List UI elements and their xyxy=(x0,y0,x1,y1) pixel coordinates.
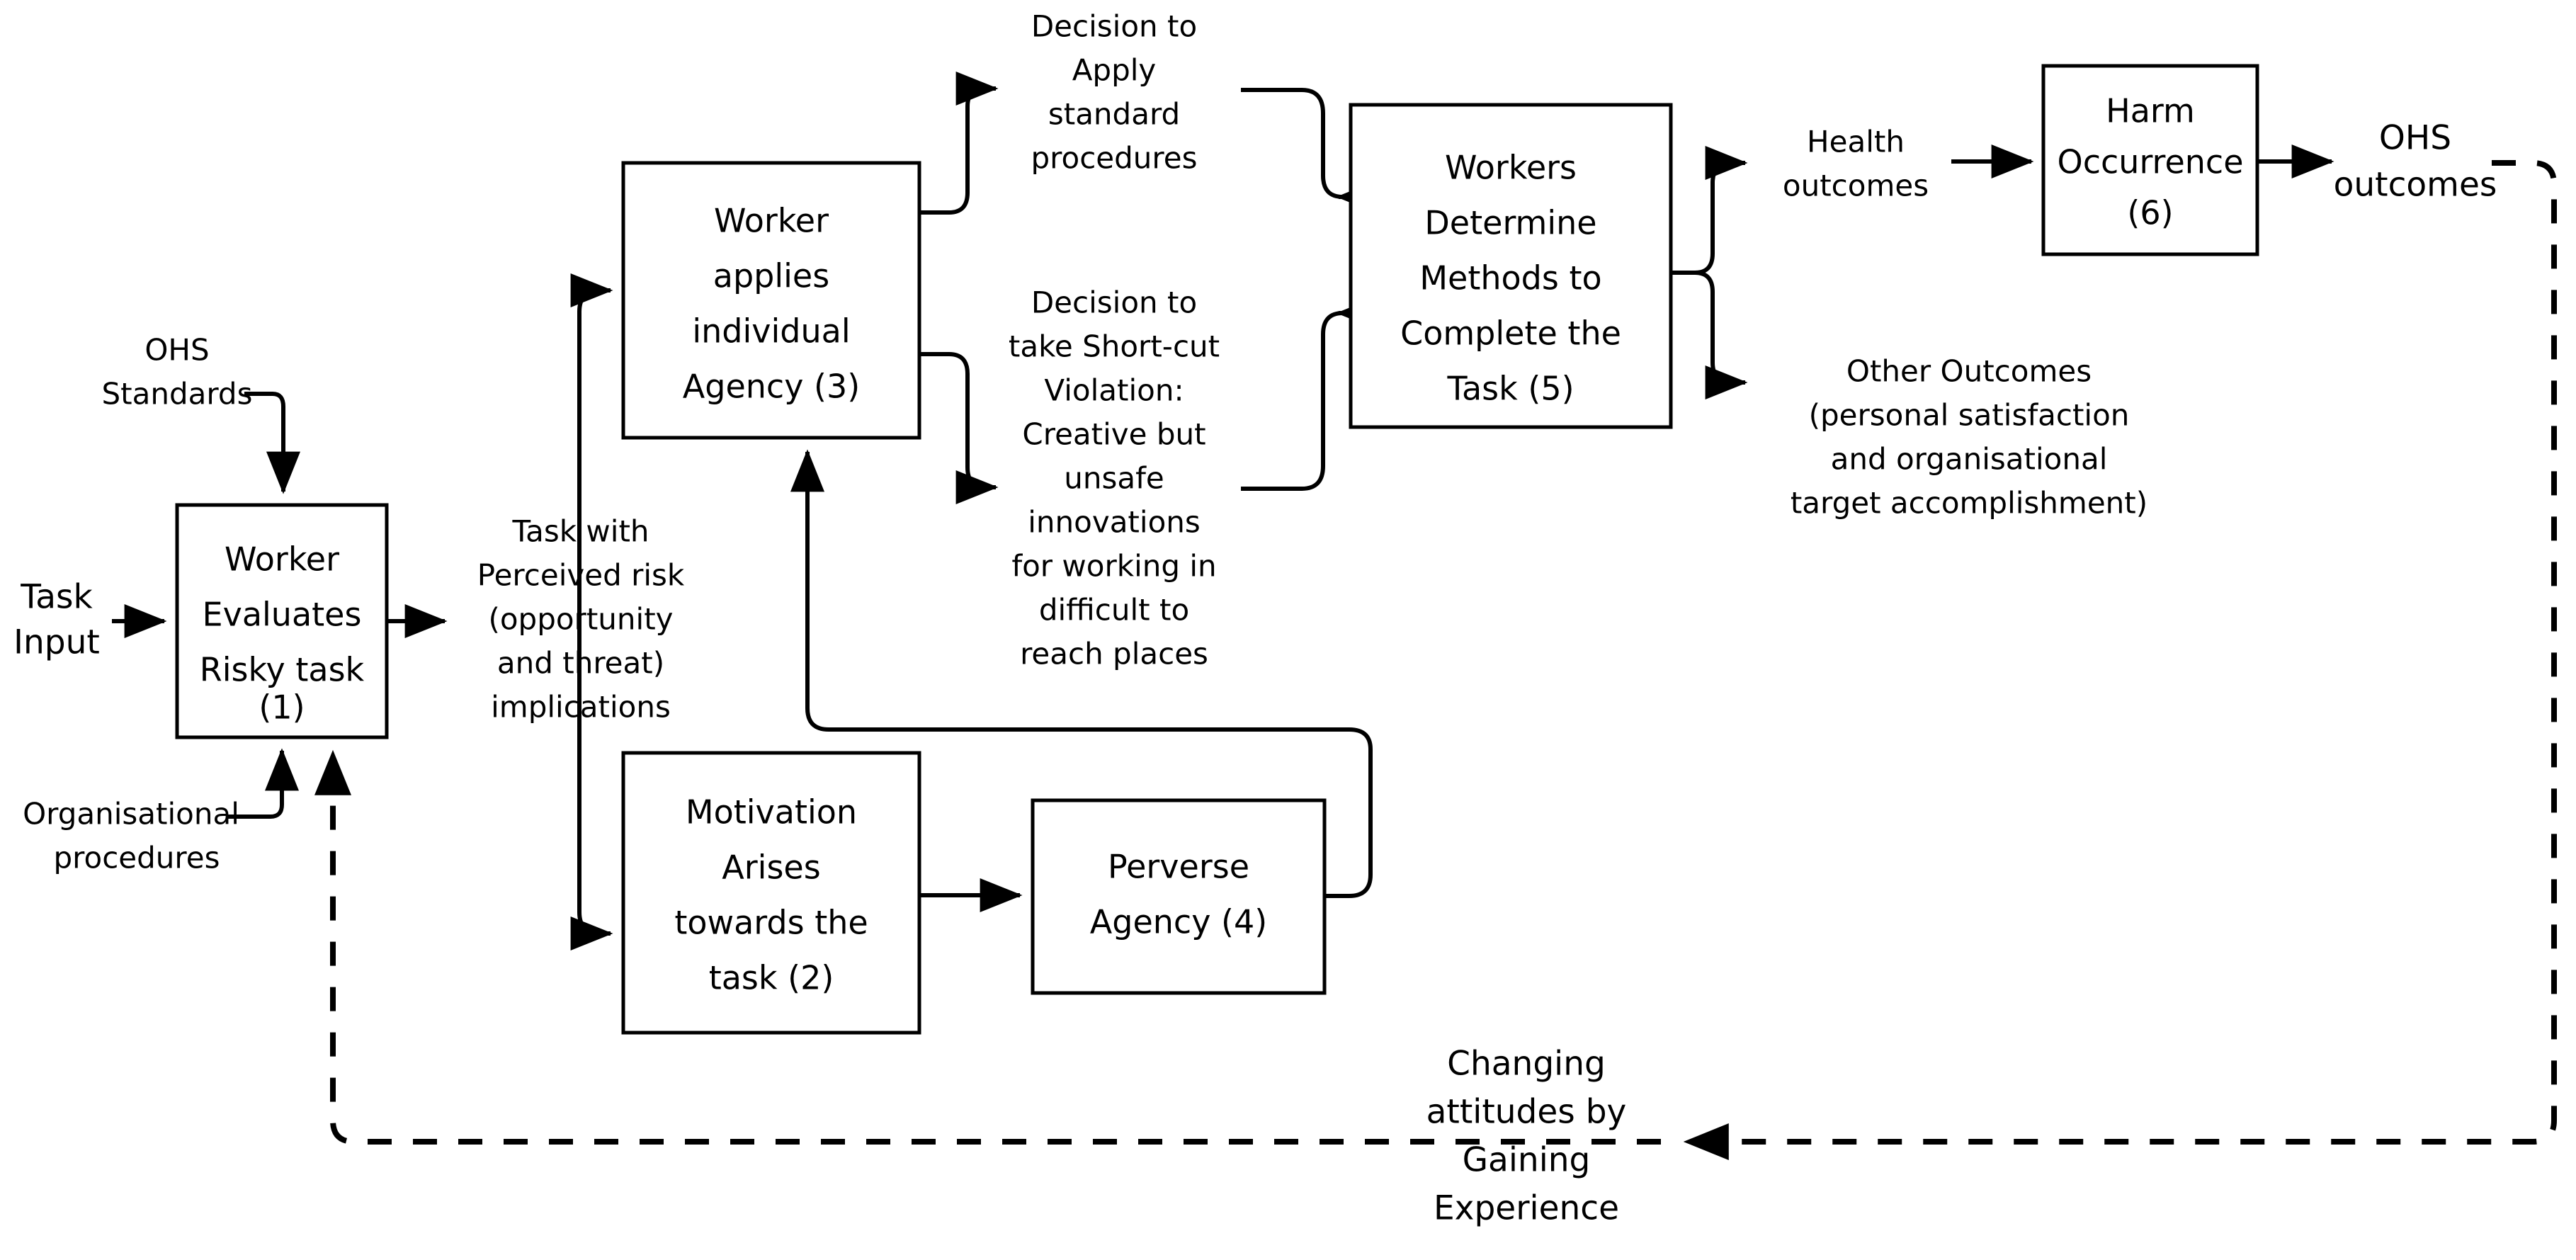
label-decision-apply-line3: standard xyxy=(1048,97,1180,132)
conn-node5-to-health-outcomes xyxy=(1694,146,1748,275)
label-changing-attitudes-line2: attitudes by xyxy=(1426,1093,1627,1132)
conn-node3-to-shortcut-violation xyxy=(919,352,999,504)
node3-line3: individual xyxy=(692,312,850,351)
label-ohs-standards-line2: Standards xyxy=(102,377,253,412)
node6-line2: Occurrence xyxy=(2058,143,2244,181)
node-worker-applies-individual-agency[interactable] xyxy=(621,161,921,440)
node-perverse-agency[interactable] xyxy=(1031,798,1327,995)
conn-standard-procedures-to-node5 xyxy=(1241,88,1379,214)
label-task-perceived-risk-line2: Perceived risk xyxy=(477,558,685,593)
label-other-outcomes-line2: (personal satisfaction xyxy=(1809,398,2130,433)
node3-line4: Agency (3) xyxy=(683,368,860,406)
node5-line1: Workers xyxy=(1445,149,1577,187)
label-task-input-line2: Input xyxy=(13,623,100,662)
node1-line3: Risky task xyxy=(200,651,365,689)
node2-line1: Motivation xyxy=(686,793,857,832)
label-task-perceived-risk-line1: Task with xyxy=(511,514,649,549)
label-decision-apply-line4: procedures xyxy=(1031,141,1198,176)
node3-line1: Worker xyxy=(714,202,829,240)
conn-split-to-node3 xyxy=(570,273,613,499)
label-decision-shortcut-line8: difficult to xyxy=(1039,593,1189,628)
label-other-outcomes-line4: target accomplishment) xyxy=(1791,486,2147,521)
node1-line1: Worker xyxy=(225,540,339,579)
node6-line3: (6) xyxy=(2127,194,2173,232)
label-ohs-outcomes-line2: outcomes xyxy=(2334,166,2497,205)
conn-feedback-to-node1 xyxy=(314,749,1661,1145)
conn-feedback-loop xyxy=(1683,160,2557,1160)
conn-node5-to-other-outcomes xyxy=(1694,271,1748,399)
label-ohs-outcomes-line1: OHS xyxy=(2379,119,2451,158)
node4-line1: Perverse xyxy=(1108,848,1249,886)
node4-line2: Agency (4) xyxy=(1090,903,1267,941)
label-ohs-standards-line1: OHS xyxy=(144,333,209,368)
label-decision-shortcut-line4: Creative but xyxy=(1022,417,1205,452)
label-other-outcomes-line1: Other Outcomes xyxy=(1846,354,2092,389)
node-motivation-arises-towards-task[interactable] xyxy=(621,751,921,1035)
label-decision-apply-line2: Apply xyxy=(1072,53,1157,88)
label-task-perceived-risk-line5: implications xyxy=(491,690,671,725)
conn-shortcut-violation-to-node5 xyxy=(1241,296,1379,491)
label-decision-apply-line1: Decision to xyxy=(1031,9,1197,44)
label-decision-shortcut-line1: Decision to xyxy=(1031,285,1197,320)
label-decision-shortcut-line6: innovations xyxy=(1028,505,1201,540)
label-decision-shortcut-line7: for working in xyxy=(1011,549,1216,584)
conn-organisational-procedures-to-node1 xyxy=(228,748,299,819)
label-organisational-procedures-line2: procedures xyxy=(54,841,220,875)
conn-ohs-standards-to-node1 xyxy=(244,392,300,494)
conn-node3-to-standard-procedures xyxy=(919,72,999,215)
label-health-outcomes-line1: Health xyxy=(1807,125,1905,159)
label-task-perceived-risk-line4: and threat) xyxy=(497,646,664,681)
label-changing-attitudes-line4: Experience xyxy=(1434,1189,1619,1228)
label-decision-shortcut-line3: Violation: xyxy=(1044,373,1184,408)
node2-line3: towards the xyxy=(674,904,868,942)
node-harm-occurrence[interactable] xyxy=(2041,64,2259,256)
node-workers-determine-methods[interactable] xyxy=(1349,103,1673,429)
node6-line1: Harm xyxy=(2106,92,2195,130)
label-other-outcomes-line3: and organisational xyxy=(1831,442,2108,477)
node3-line2: applies xyxy=(713,257,829,295)
conn-split-to-node2 xyxy=(570,744,613,950)
label-decision-shortcut-line5: unsafe xyxy=(1064,461,1164,496)
node5-line3: Methods to xyxy=(1419,259,1601,297)
label-task-perceived-risk-line3: (opportunity xyxy=(488,602,673,637)
label-changing-attitudes-line3: Gaining xyxy=(1463,1141,1591,1180)
label-decision-shortcut-line9: reach places xyxy=(1020,637,1208,671)
node1-line4: (1) xyxy=(259,688,305,727)
label-organisational-procedures-line1: Organisational xyxy=(23,797,239,832)
node1-line2: Evaluates xyxy=(203,596,362,634)
node5-line2: Determine xyxy=(1424,204,1596,242)
label-changing-attitudes-line1: Changing xyxy=(1447,1045,1606,1084)
label-task-input-line1: Task xyxy=(20,578,93,617)
conn-node4-to-node3 xyxy=(790,449,1373,898)
node2-line4: task (2) xyxy=(709,959,834,997)
node5-line5: Task (5) xyxy=(1446,370,1574,408)
node5-line4: Complete the xyxy=(1400,314,1621,353)
node-worker-evaluates-risky-task[interactable] xyxy=(175,503,389,739)
node2-line2: Arises xyxy=(722,848,820,887)
label-health-outcomes-line2: outcomes xyxy=(1783,169,1929,203)
label-decision-shortcut-line2: take Short-cut xyxy=(1009,329,1220,364)
